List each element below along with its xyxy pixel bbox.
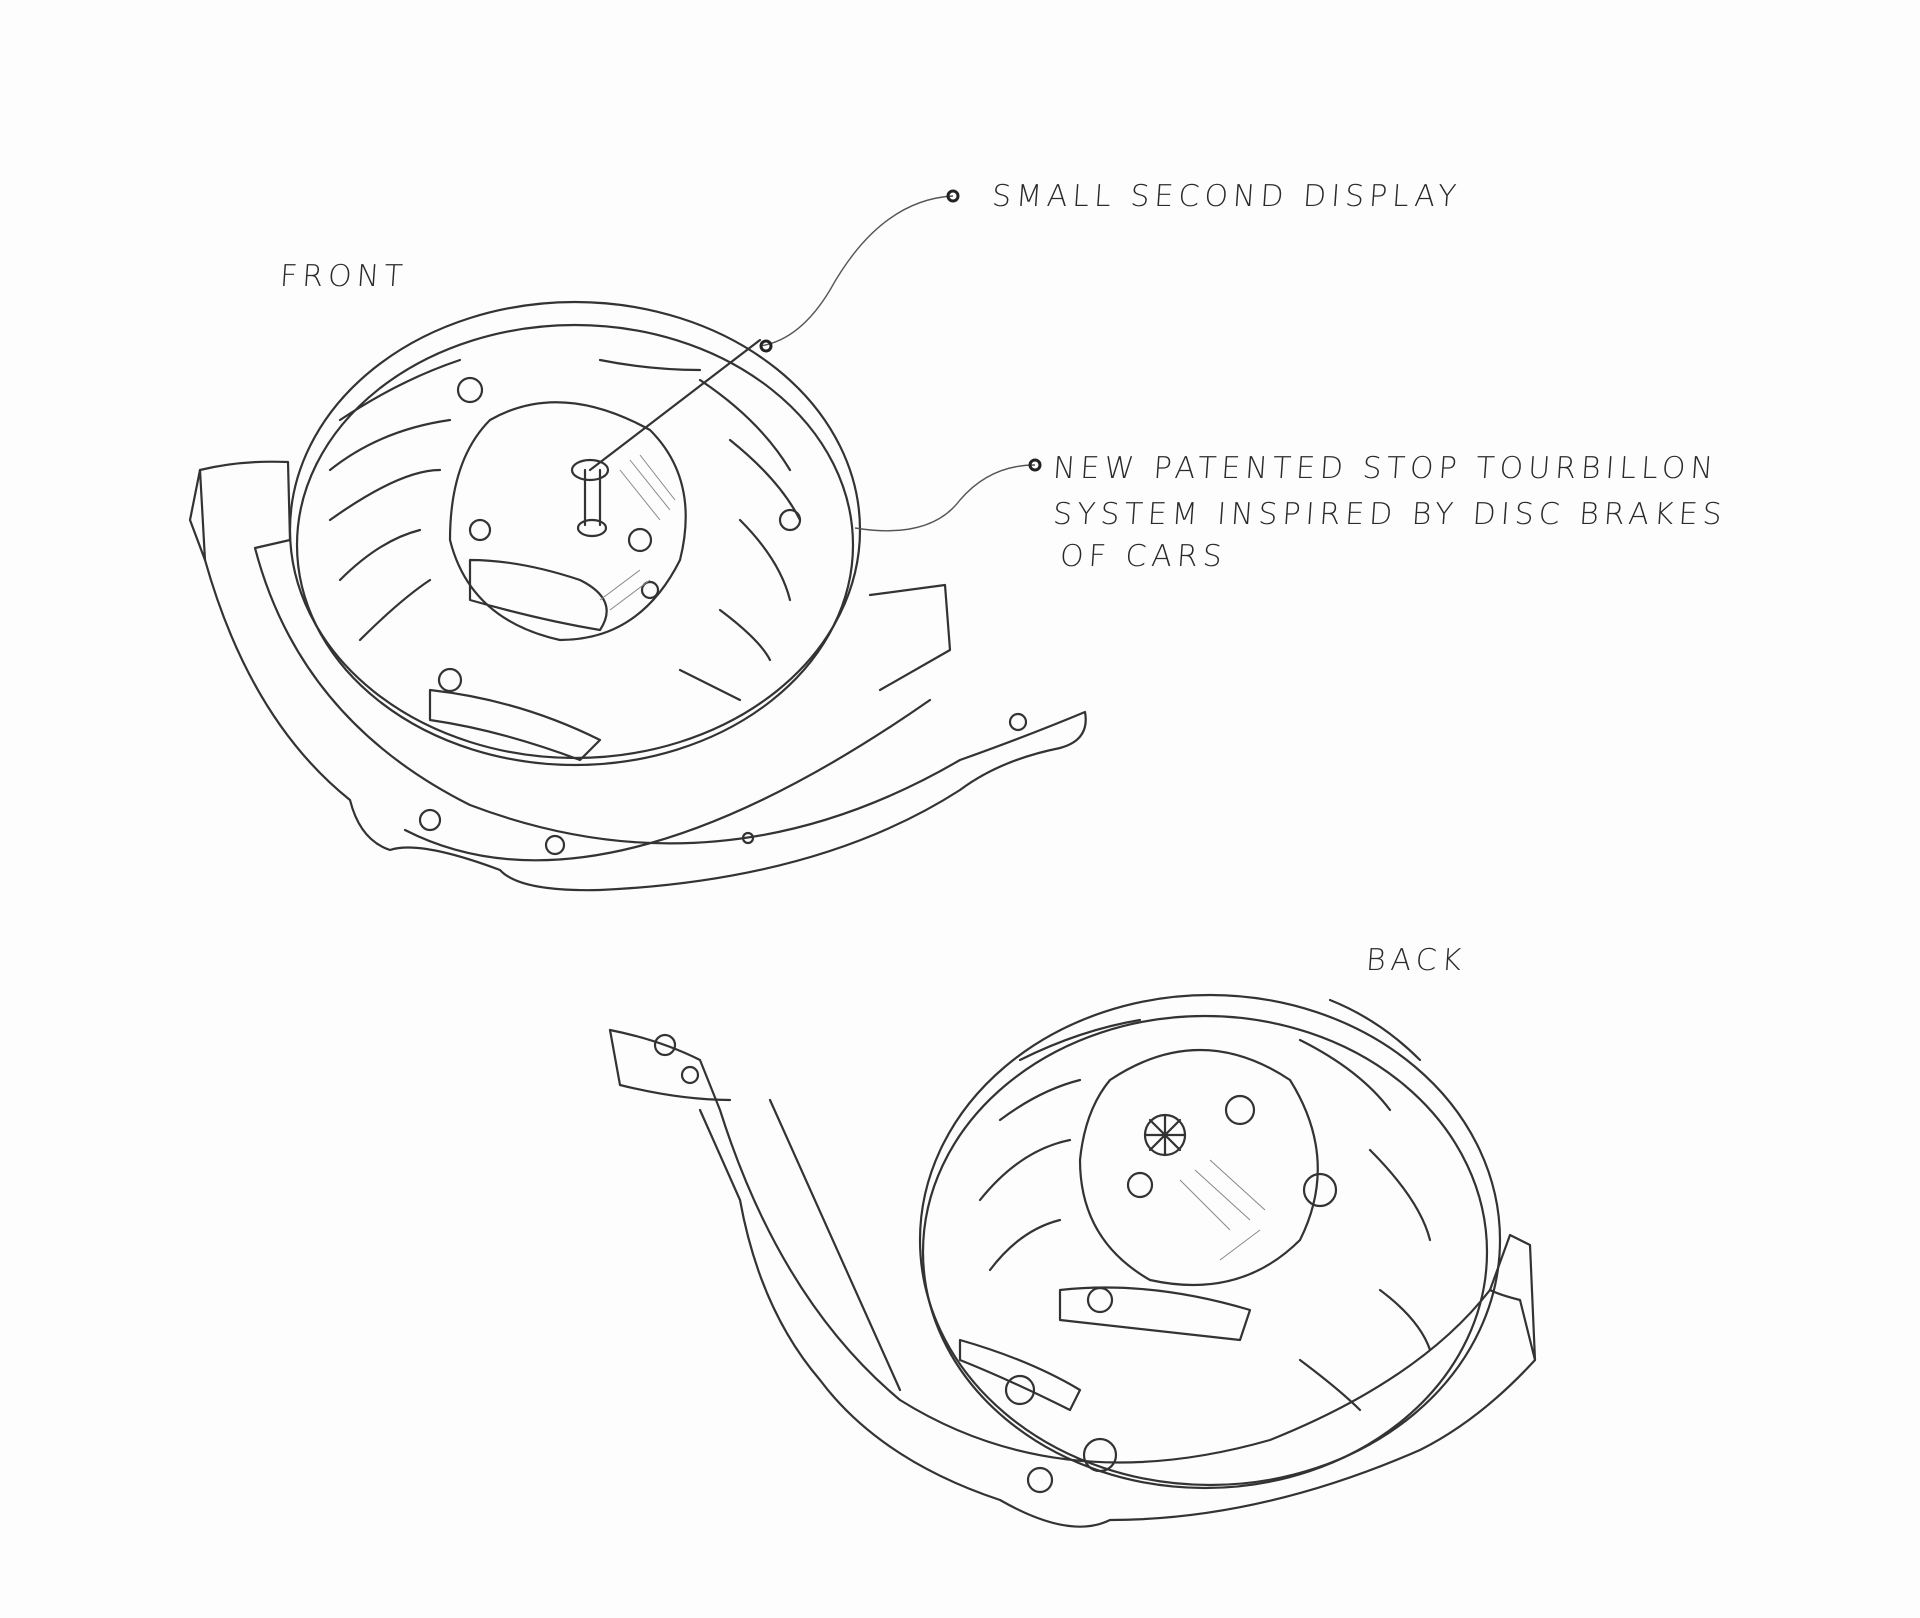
tourbillon-label-line-3: OF CARS bbox=[1058, 539, 1228, 574]
tourbillon-label-line-1: NEW PATENTED STOP TOURBILLON bbox=[1051, 451, 1720, 486]
back-label: BACK bbox=[1364, 943, 1468, 978]
leader-dot bbox=[946, 189, 960, 203]
front-label: FRONT bbox=[278, 259, 409, 294]
front-movement-drawing bbox=[188, 300, 1087, 892]
leader-line-tourbillon bbox=[854, 464, 1036, 532]
leader-dot bbox=[759, 339, 773, 353]
leader-dot bbox=[1028, 458, 1042, 472]
leader-line-small-second bbox=[759, 195, 954, 347]
small-second-display-label: SMALL SECOND DISPLAY bbox=[990, 179, 1463, 214]
back-movement-drawing bbox=[608, 993, 1537, 1528]
tourbillon-label-line-2: SYSTEM INSPIRED BY DISC BRAKES bbox=[1051, 497, 1728, 532]
